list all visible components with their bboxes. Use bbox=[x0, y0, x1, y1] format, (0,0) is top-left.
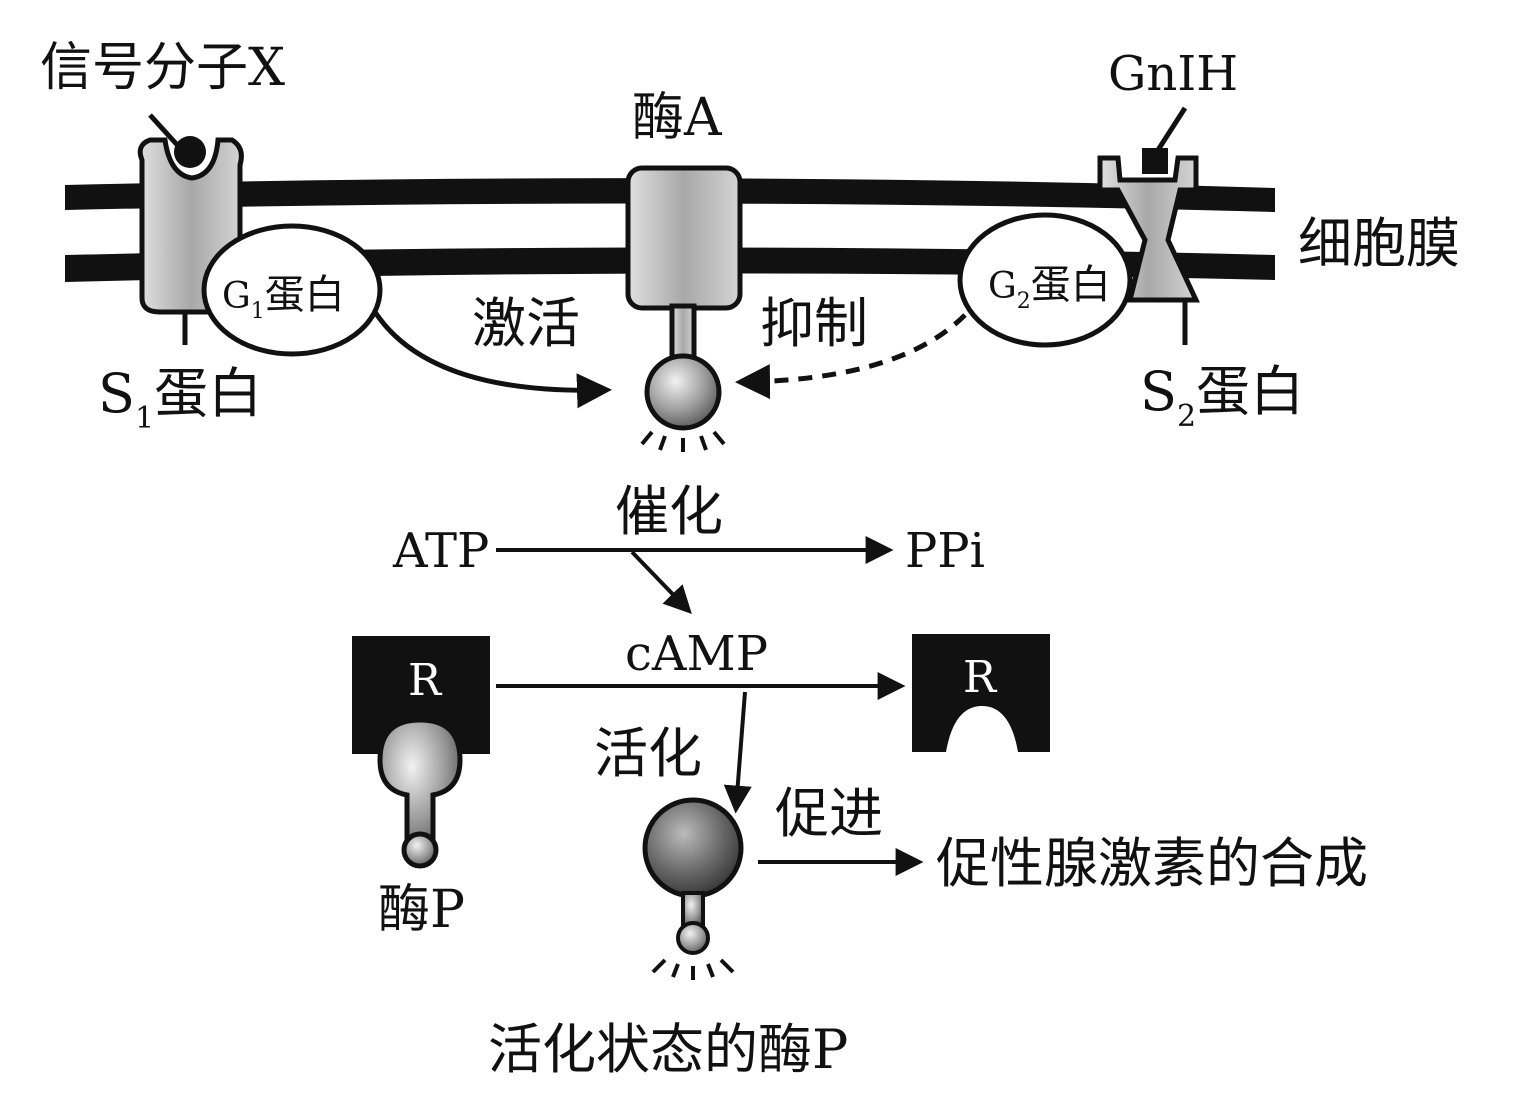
gnih-molecule-icon bbox=[1142, 106, 1188, 174]
gnih-label: GnIH bbox=[1108, 46, 1238, 102]
enzyme-a bbox=[625, 165, 743, 452]
atp-label: ATP bbox=[392, 523, 489, 579]
ppi-label: PPi bbox=[905, 523, 985, 579]
enzyme-a-label: 酶A bbox=[632, 88, 723, 148]
camp-label: cAMP bbox=[625, 626, 768, 682]
r-right-label: R bbox=[963, 652, 998, 703]
activation-arrow bbox=[723, 691, 752, 814]
to-camp-arrow bbox=[630, 550, 692, 615]
catalyze-label: 催化 bbox=[615, 480, 723, 543]
enzyme-p-label: 酶P bbox=[378, 880, 465, 940]
s1-protein-label: S1蛋白 bbox=[98, 362, 262, 436]
g2-protein bbox=[957, 212, 1133, 348]
membrane-label: 细胞膜 bbox=[1298, 212, 1460, 275]
r-left-label: R bbox=[408, 655, 443, 706]
inhibit-label: 抑制 bbox=[760, 292, 868, 355]
g2-protein-label: G2蛋白 bbox=[988, 262, 1111, 314]
signal-molecule-x-icon bbox=[148, 113, 206, 168]
product-label: 促性腺激素的合成 bbox=[936, 832, 1368, 895]
r-enzyme-p-complex bbox=[352, 636, 490, 869]
signal-x-label: 信号分子X bbox=[40, 38, 285, 98]
active-enzyme-p bbox=[642, 797, 744, 980]
g1-protein bbox=[201, 223, 383, 357]
g1-protein-label: G1蛋白 bbox=[222, 272, 345, 324]
promote-label: 促进 bbox=[775, 782, 883, 845]
r-subunit-free bbox=[912, 634, 1050, 752]
activate-arrow bbox=[372, 310, 612, 409]
s2-protein-receptor bbox=[1097, 155, 1200, 345]
active-enzyme-p-label: 活化状态的酶P bbox=[488, 1018, 848, 1081]
s2-protein-label: S2蛋白 bbox=[1140, 360, 1304, 434]
inhibit-arrow bbox=[735, 313, 967, 400]
activation-label: 活化 bbox=[594, 722, 702, 785]
activate-label: 激活 bbox=[472, 292, 580, 355]
